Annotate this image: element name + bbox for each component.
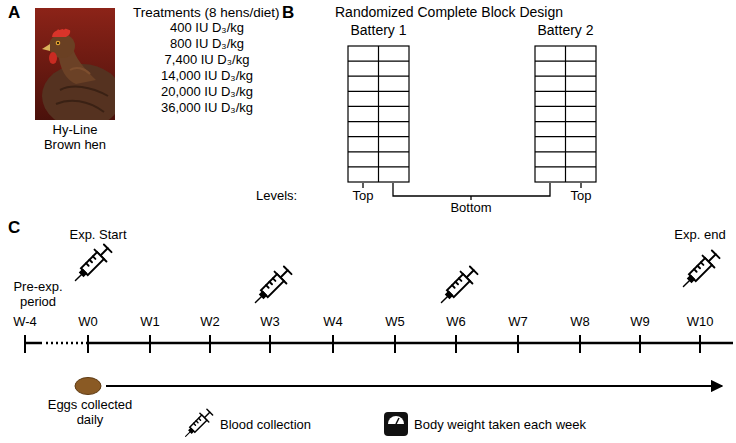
text-label: W5 bbox=[385, 315, 405, 330]
text-label: W0 bbox=[78, 315, 98, 330]
text-label: Top bbox=[571, 189, 592, 204]
text-label: W8 bbox=[570, 315, 590, 330]
text-label: W3 bbox=[260, 315, 280, 330]
text-label: W4 bbox=[323, 315, 343, 330]
text-label: Treatments (8 hens/diet) bbox=[133, 5, 280, 21]
week-ticks bbox=[25, 335, 700, 353]
battery-cage: Battery 1 bbox=[347, 22, 410, 183]
legend-text: Blood collection bbox=[220, 418, 311, 433]
text-label: 36,000 IU D₃/kg bbox=[161, 101, 253, 116]
syringe-icon bbox=[436, 264, 480, 308]
text-label: Randomized Complete Block Design bbox=[335, 4, 563, 20]
timeline bbox=[25, 342, 733, 345]
text-label: W2 bbox=[200, 315, 220, 330]
syringe-icon bbox=[181, 408, 214, 441]
text-label: 400 IU D₃/kg bbox=[170, 21, 244, 36]
egg-arrow bbox=[106, 385, 722, 387]
egg-icon bbox=[75, 378, 101, 395]
level-bracket bbox=[363, 183, 581, 200]
scale-icon bbox=[384, 412, 408, 436]
legend-text: Body weight taken each week bbox=[414, 418, 586, 433]
battery-label: Battery 2 bbox=[537, 22, 593, 39]
syringe-icon bbox=[678, 248, 722, 292]
text-label: 20,000 IU D₃/kg bbox=[161, 85, 253, 100]
text-label: C bbox=[8, 218, 20, 238]
text-label: B bbox=[282, 3, 294, 23]
battery-label: Battery 1 bbox=[350, 22, 406, 39]
text-label: W9 bbox=[630, 315, 650, 330]
text-label: Bottom bbox=[450, 201, 491, 216]
text-label: 7,400 IU D₃/kg bbox=[165, 53, 250, 68]
text-label: Eggs collected daily bbox=[35, 398, 145, 428]
text-label: A bbox=[8, 3, 20, 23]
text-label: 800 IU D₃/kg bbox=[170, 37, 244, 52]
hen-photo bbox=[35, 8, 115, 120]
text-label: W7 bbox=[508, 315, 528, 330]
text-label: Exp. end bbox=[674, 228, 725, 243]
text-label: Hy-Line Brown hen bbox=[42, 123, 108, 153]
text-label: Pre-exp. period bbox=[6, 280, 70, 310]
text-label: W10 bbox=[687, 315, 714, 330]
text-label: W-4 bbox=[13, 315, 37, 330]
text-label: W6 bbox=[446, 315, 466, 330]
syringe-icon bbox=[70, 242, 114, 286]
text-label: Exp. Start bbox=[69, 228, 126, 243]
battery-cage: Battery 2 bbox=[534, 22, 597, 183]
text-label: Levels: bbox=[256, 189, 297, 204]
text-label: W1 bbox=[140, 315, 160, 330]
text-label: Top bbox=[353, 189, 374, 204]
text-label: 14,000 IU D₃/kg bbox=[161, 69, 253, 84]
cage-grid bbox=[534, 45, 597, 183]
syringe-icon bbox=[250, 264, 294, 308]
cage-grid bbox=[347, 45, 410, 183]
